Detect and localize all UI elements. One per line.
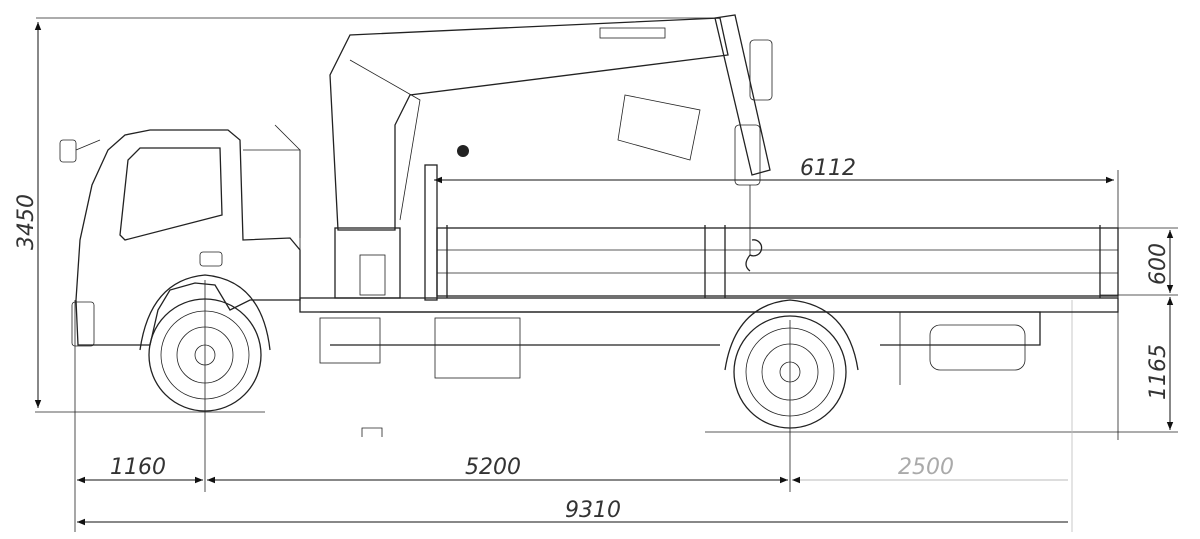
- center-of-gravity-icon: [457, 145, 469, 157]
- dim-label-1160: 1160: [110, 455, 166, 480]
- dim-label-6112: 6112: [800, 156, 856, 181]
- dimension-lines: [34, 22, 1174, 526]
- front-wheel: [139, 274, 271, 412]
- dim-label-9310: 9310: [565, 498, 621, 523]
- rear-wheel: [724, 299, 859, 429]
- dim-label-3450: 3450: [14, 194, 39, 250]
- cargo-bed: [424, 164, 1119, 301]
- ground-marker-icon: [361, 427, 383, 437]
- dim-label-600: 600: [1146, 243, 1171, 285]
- dim-label-1165: 1165: [1146, 344, 1171, 400]
- chassis: [299, 297, 1119, 385]
- extension-lines: [35, 17, 1178, 532]
- dim-label-5200: 5200: [465, 455, 521, 480]
- dim-label-2500: 2500: [898, 455, 954, 480]
- truck-cab: [59, 124, 301, 347]
- loader-crane: [329, 14, 773, 299]
